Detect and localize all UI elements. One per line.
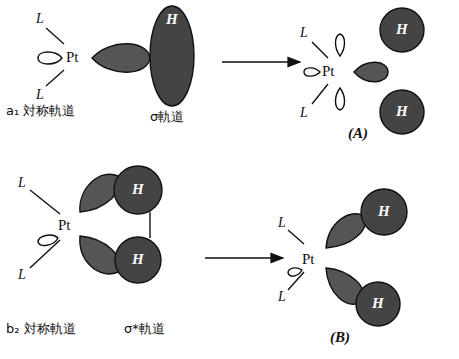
orbital-caption: σ軌道 bbox=[150, 110, 184, 123]
orbital-caption: σ*軌道 bbox=[124, 322, 165, 335]
ligand-label: L bbox=[18, 268, 26, 282]
atom-label: H bbox=[378, 204, 390, 219]
ligand-label: L bbox=[278, 290, 286, 304]
ligand-label: L bbox=[278, 216, 286, 230]
atom-label: H bbox=[132, 182, 144, 197]
orbital-caption: a₁ 対称軌道 bbox=[6, 104, 75, 117]
ligand-label: L bbox=[18, 176, 26, 190]
ligand-label: L bbox=[36, 12, 44, 26]
metal-label: Pt bbox=[58, 218, 71, 233]
ligand-label: L bbox=[36, 88, 44, 102]
metal-label: Pt bbox=[66, 50, 79, 65]
atom-label: H bbox=[132, 252, 144, 267]
orbital-caption: b₂ 対称軌道 bbox=[6, 322, 76, 335]
metal-label: Pt bbox=[302, 252, 315, 267]
panel-label: (B) bbox=[330, 330, 350, 345]
atom-label: H bbox=[396, 104, 408, 119]
panel-label: (A) bbox=[348, 126, 368, 141]
metal-label: Pt bbox=[322, 64, 335, 79]
ligand-label: L bbox=[300, 106, 308, 120]
atom-label: H bbox=[166, 12, 178, 27]
atom-label: H bbox=[396, 22, 408, 37]
atom-label: H bbox=[372, 296, 384, 311]
ligand-label: L bbox=[300, 26, 308, 40]
